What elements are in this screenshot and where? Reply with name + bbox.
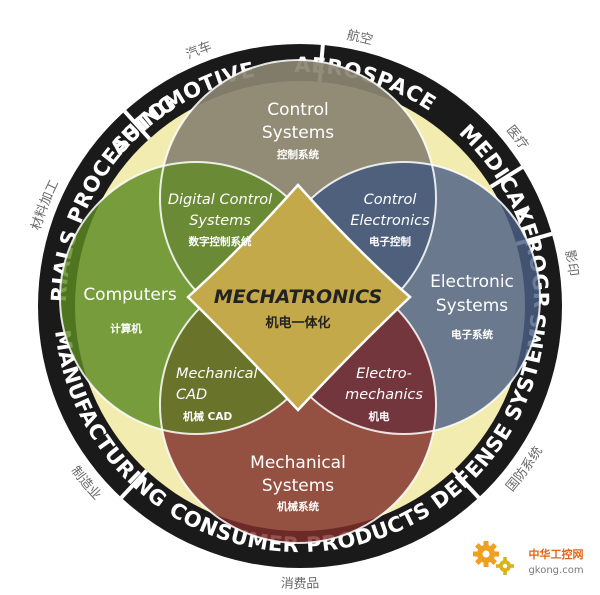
control-systems-line1: Control: [267, 100, 328, 120]
mechanical-systems-line2: Systems: [262, 476, 334, 496]
center-mechatronics-shape: [186, 183, 412, 412]
control-systems-line2: Systems: [262, 123, 334, 143]
computers-cn: 计算机: [110, 322, 142, 335]
digital-control-line1: Digital Control: [168, 192, 272, 208]
cn-label-xerography: 影印: [561, 249, 580, 277]
control-electronics-cn: 电子控制: [369, 235, 411, 248]
mechanical-systems-cn: 机械系统: [277, 500, 319, 513]
watermark: 中华工控网 gkong.com: [473, 541, 584, 576]
watermark-url: gkong.com: [528, 565, 583, 576]
digital-control-cn: 数字控制系统: [188, 235, 252, 248]
electro-mechanics-line1: Electro-: [356, 366, 412, 382]
electronic-systems-line1: Electronic: [430, 272, 514, 292]
electronic-systems-cn: 电子系统: [451, 328, 493, 341]
control-electronics-line2: Electronics: [350, 213, 430, 229]
watermark-title: 中华工控网: [529, 547, 584, 561]
mechanical-cad-line2: CAD: [176, 387, 207, 403]
computers-label: Computers: [83, 285, 177, 305]
control-electronics-line1: Control: [364, 192, 417, 208]
mechanical-cad-cn: 机械 CAD: [183, 410, 232, 423]
center-title: MECHATRONICS: [214, 286, 382, 308]
electro-mechanics-line2: mechanics: [345, 387, 423, 403]
cn-label-automotive: 汽车: [184, 38, 214, 63]
electronic-systems-line2: Systems: [436, 296, 508, 316]
mechanical-cad-line1: Mechanical: [176, 366, 258, 382]
cn-label-aerospace: 航空: [346, 27, 375, 48]
center-cn-label: 机电一体化: [265, 315, 330, 331]
mechanical-systems-line1: Mechanical: [250, 453, 346, 473]
gear-icon: [473, 541, 514, 575]
cn-label-consumer: 消费品: [280, 576, 319, 592]
electro-mechanics-cn: 机电: [369, 410, 390, 423]
digital-control-line2: Systems: [189, 213, 251, 229]
control-systems-cn: 控制系统: [277, 148, 319, 161]
